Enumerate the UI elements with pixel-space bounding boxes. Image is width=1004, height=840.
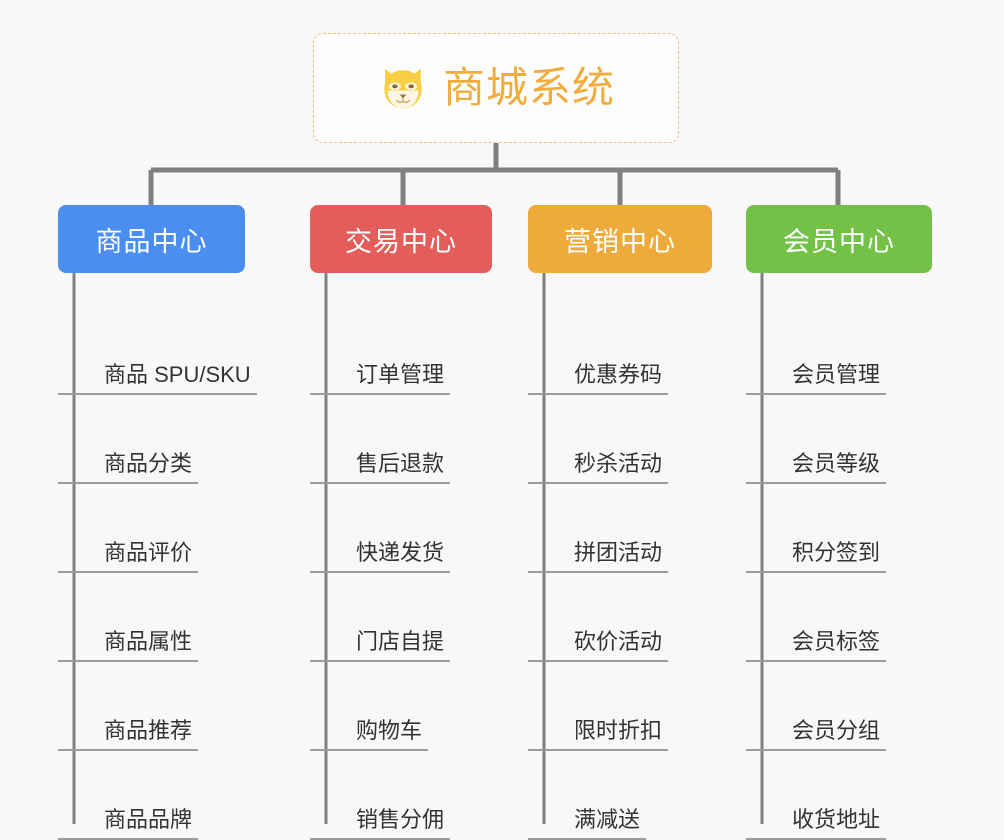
leaf-list-product-center: 商品 SPU/SKU 商品分类 商品评价 商品属性 商品推荐 商品品牌: [58, 306, 257, 840]
leaf-label: 满减送: [528, 807, 647, 840]
leaf-label: 砍价活动: [528, 629, 669, 662]
leaf-label: 会员标签: [746, 629, 887, 662]
leaf-label: 商品 SPU/SKU: [58, 362, 257, 395]
leaf-label: 商品品牌: [58, 807, 199, 840]
list-item[interactable]: 会员标签: [746, 573, 887, 662]
list-item[interactable]: 拼团活动: [528, 484, 669, 573]
category-header-member-center[interactable]: 会员中心: [746, 205, 932, 273]
leaf-label: 购物车: [310, 718, 429, 751]
list-item[interactable]: 商品评价: [58, 484, 257, 573]
list-item[interactable]: 优惠券码: [528, 306, 669, 395]
list-item[interactable]: 售后退款: [310, 395, 451, 484]
list-item[interactable]: 会员管理: [746, 306, 887, 395]
leaf-label: 拼团活动: [528, 540, 669, 573]
leaf-label: 商品推荐: [58, 718, 199, 751]
leaf-list-marketing-center: 优惠券码 秒杀活动 拼团活动 砍价活动 限时折扣 满减送: [528, 306, 669, 840]
leaf-label: 快递发货: [310, 540, 451, 573]
list-item[interactable]: 商品推荐: [58, 662, 257, 751]
category-header-marketing-center[interactable]: 营销中心: [528, 205, 712, 273]
leaf-label: 商品分类: [58, 451, 199, 484]
leaf-label: 商品评价: [58, 540, 199, 573]
leaf-label: 订单管理: [310, 362, 451, 395]
list-item[interactable]: 会员等级: [746, 395, 887, 484]
root-node[interactable]: 商城系统: [313, 33, 679, 143]
list-item[interactable]: 商品品牌: [58, 751, 257, 840]
leaf-label: 积分签到: [746, 540, 887, 573]
category-header-trade-center[interactable]: 交易中心: [310, 205, 492, 273]
category-label: 商品中心: [95, 226, 208, 257]
category-label: 会员中心: [783, 226, 895, 257]
list-item[interactable]: 收货地址: [746, 751, 887, 840]
list-item[interactable]: 商品 SPU/SKU: [58, 306, 257, 395]
list-item[interactable]: 快递发货: [310, 484, 451, 573]
list-item[interactable]: 商品属性: [58, 573, 257, 662]
list-item[interactable]: 购物车: [310, 662, 450, 751]
category-label: 交易中心: [345, 226, 457, 257]
leaf-label: 会员分组: [746, 718, 887, 751]
leaf-label: 优惠券码: [528, 362, 669, 395]
list-item[interactable]: 满减送: [528, 751, 668, 840]
list-item[interactable]: 门店自提: [310, 573, 451, 662]
leaf-label: 商品属性: [58, 629, 199, 662]
list-item[interactable]: 积分签到: [746, 484, 887, 573]
category-label: 营销中心: [564, 226, 676, 257]
leaf-label: 售后退款: [310, 451, 451, 484]
list-item[interactable]: 限时折扣: [528, 662, 669, 751]
list-item[interactable]: 秒杀活动: [528, 395, 669, 484]
leaf-label: 门店自提: [310, 629, 451, 662]
list-item[interactable]: 订单管理: [310, 306, 451, 395]
leaf-label: 会员管理: [746, 362, 887, 395]
leaf-label: 秒杀活动: [528, 451, 669, 484]
leaf-label: 收货地址: [746, 807, 887, 840]
list-item[interactable]: 会员分组: [746, 662, 887, 751]
leaf-list-trade-center: 订单管理 售后退款 快递发货 门店自提 购物车 销售分佣: [310, 306, 451, 840]
leaf-list-member-center: 会员管理 会员等级 积分签到 会员标签 会员分组 收货地址: [746, 306, 887, 840]
category-header-product-center[interactable]: 商品中心: [58, 205, 245, 273]
page-title: 商城系统: [442, 64, 615, 111]
leaf-label: 会员等级: [746, 451, 887, 484]
leaf-label: 限时折扣: [528, 718, 669, 751]
list-item[interactable]: 销售分佣: [310, 751, 451, 840]
leaf-label: 销售分佣: [310, 807, 451, 840]
list-item[interactable]: 商品分类: [58, 395, 257, 484]
dog-face-icon: [377, 62, 429, 114]
list-item[interactable]: 砍价活动: [528, 573, 669, 662]
